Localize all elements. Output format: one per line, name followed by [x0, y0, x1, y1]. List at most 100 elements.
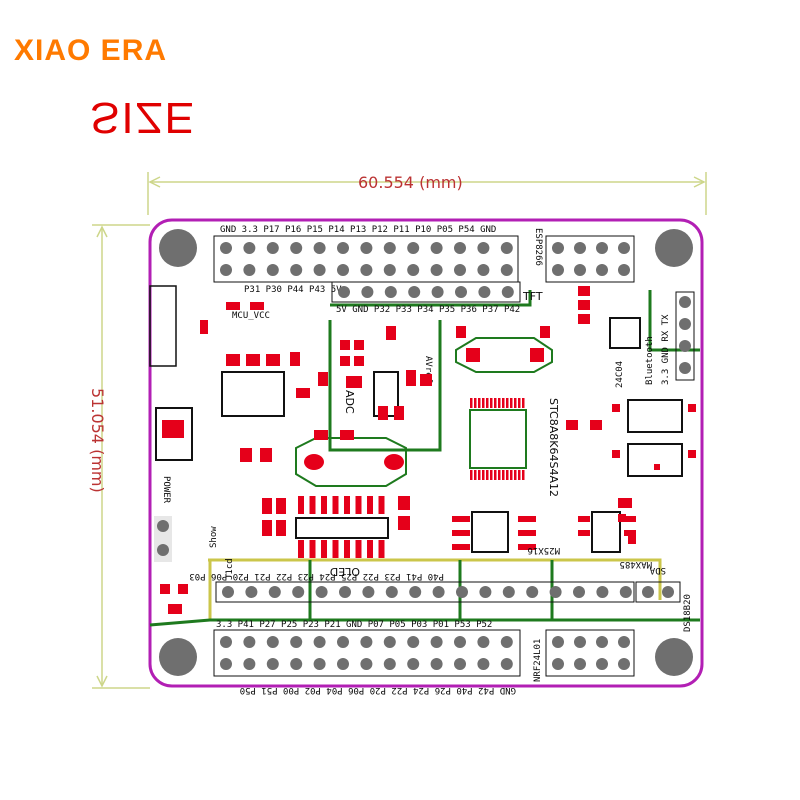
- header-pin: [220, 636, 232, 648]
- oled-row-labels: P40 P41 P23 P22 P25 P24 P23 P22 P21 P20 …: [189, 571, 444, 581]
- header-pin: [552, 636, 564, 648]
- ic-pad: [321, 540, 327, 558]
- adc-label: ADC: [343, 390, 356, 414]
- mounting-holes: [159, 229, 693, 676]
- header-pin: [337, 636, 349, 648]
- header-pin: [501, 286, 514, 298]
- header-pin: [290, 264, 303, 276]
- header-pin: [549, 586, 562, 598]
- ic-pad: [344, 496, 350, 514]
- header-pin: [477, 264, 490, 276]
- header-pin: [266, 242, 279, 254]
- header-pin: [596, 242, 608, 254]
- header-pin: [407, 658, 420, 670]
- power-header: [154, 516, 172, 562]
- bottom-row-bottom: GND P42 P40 P26 P24 P22 P20 P06 P04 P02 …: [240, 685, 516, 695]
- tft-label: TFT: [522, 290, 543, 303]
- chip-pad: [478, 470, 481, 480]
- header-pin: [552, 242, 564, 254]
- resistor-array: [240, 448, 410, 536]
- header-pin: [574, 264, 586, 276]
- bottom-row-top: 3.3 P41 P27 P25 P23 P21 GND P07 P05 P03 …: [216, 620, 492, 630]
- nrf24l01-label: NRF24L01: [533, 639, 543, 682]
- header-pin: [454, 658, 466, 670]
- chip-pad: [474, 398, 477, 408]
- header-pin: [479, 586, 492, 598]
- header-pin: [315, 586, 328, 598]
- ic-pad: [355, 540, 362, 558]
- header-pin: [290, 636, 303, 648]
- chip-pad: [494, 470, 497, 480]
- switches: [612, 399, 696, 477]
- crystal-y2: [455, 337, 553, 373]
- brand-title: XIAO ERA: [14, 34, 168, 67]
- ic-pad: [518, 530, 536, 536]
- header-pin: [383, 658, 396, 670]
- header-pin: [337, 264, 349, 276]
- chip-pad: [502, 398, 505, 408]
- header-pin: [596, 264, 608, 276]
- chip-pad: [474, 470, 477, 480]
- board-outline: [148, 218, 704, 688]
- bluetooth-label: Bluetooth: [645, 336, 655, 385]
- ic-pad: [309, 540, 316, 558]
- header-pin: [430, 658, 443, 670]
- header-j1-labels: GND 3.3 P17 P16 P15 P14 P13 P12 P11 P10 …: [220, 225, 496, 235]
- header-pin: [502, 586, 515, 598]
- crystal-y1: [295, 437, 407, 487]
- chip-pad: [486, 398, 489, 408]
- chip-pad: [522, 470, 525, 480]
- header-pin: [618, 242, 630, 254]
- header-pin: [477, 242, 490, 254]
- header-pin: [574, 636, 586, 648]
- chip-pad: [506, 470, 509, 480]
- ic-pad: [578, 530, 590, 536]
- header-pin: [385, 586, 398, 598]
- header-pin: [477, 658, 490, 670]
- header-pin: [430, 264, 443, 276]
- chip-pad: [506, 398, 509, 408]
- header-pin: [245, 586, 258, 598]
- header-pin: [431, 286, 444, 298]
- header-pin: [362, 586, 375, 598]
- header-pin: [292, 586, 305, 598]
- header-pin: [596, 658, 608, 670]
- eeprom-24c04: [578, 286, 641, 349]
- header-pin: [596, 586, 609, 598]
- header-pin: [338, 286, 350, 298]
- ic-pad: [624, 516, 636, 522]
- header-pin: [432, 586, 445, 598]
- chip-pad: [494, 398, 497, 408]
- bluetooth-pins: 3.3 GND RX TX: [661, 314, 671, 385]
- header-pin: [430, 636, 443, 648]
- chip-pad: [522, 398, 525, 408]
- j1cd-label: J1cd: [225, 558, 235, 580]
- header-pin: [313, 264, 326, 276]
- show-label: Show: [209, 526, 219, 548]
- header-pin: [313, 658, 326, 670]
- height-dimension: [92, 224, 150, 689]
- ic-pad: [355, 496, 362, 514]
- ic-pad: [452, 530, 470, 536]
- eeprom-label: 24C04: [615, 361, 625, 388]
- chip-pad: [514, 470, 517, 480]
- ic-pad: [518, 544, 536, 550]
- header-pin: [313, 636, 326, 648]
- mcu-chip: [469, 398, 527, 480]
- header-pin: [552, 658, 564, 670]
- header-pin: [266, 264, 279, 276]
- header-pin: [243, 242, 256, 254]
- header-pin: [596, 636, 608, 648]
- ds18b20-label: DS18B20: [683, 594, 693, 632]
- chip-pad: [486, 470, 489, 480]
- header-pin: [383, 242, 396, 254]
- header-pin: [290, 658, 303, 670]
- chip-pad: [510, 398, 513, 408]
- header-pin: [360, 242, 373, 254]
- chip-pad: [498, 470, 501, 480]
- header-pin: [500, 636, 513, 648]
- header-pin: [409, 586, 422, 598]
- bottom-header: [213, 629, 521, 677]
- height-dimension-label: 51.054 (mm): [88, 388, 107, 493]
- header-j1-bottom: P31 P30 P44 P43 5V: [244, 285, 342, 295]
